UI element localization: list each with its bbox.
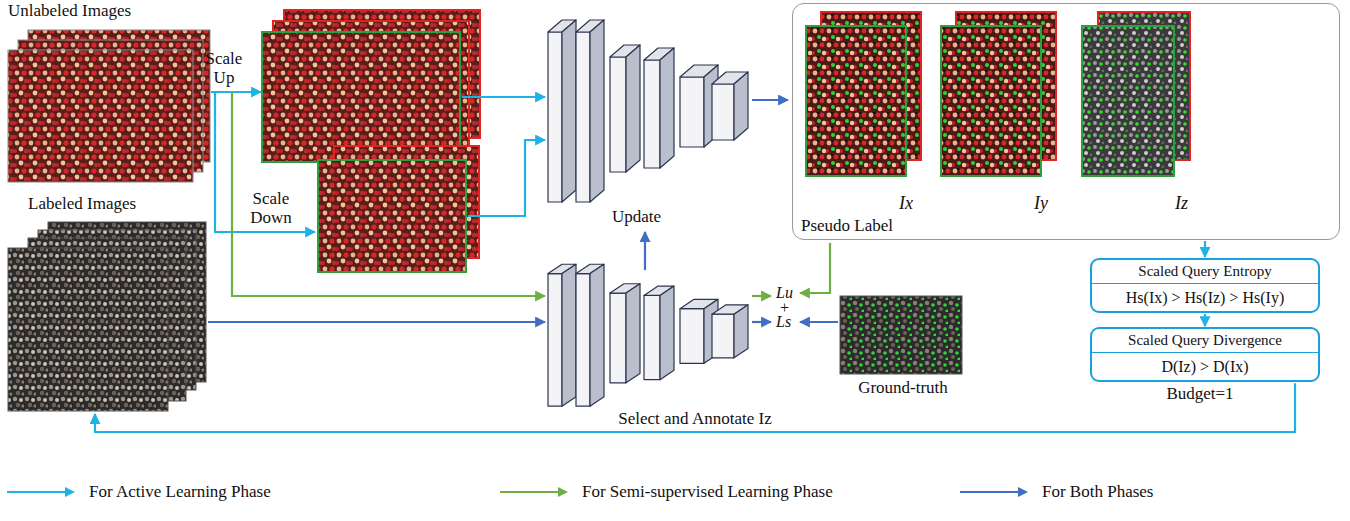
legend-text: For Semi-supervised Learning Phase xyxy=(582,483,833,502)
illustration-part xyxy=(1082,26,1174,176)
illustration-part xyxy=(232,92,545,296)
pseudo-label-image: Ix xyxy=(801,10,929,214)
query-box: Scaled Query EntropyHs(Ix) > Hs(Iz) > Hs… xyxy=(1090,258,1320,313)
flow-connector xyxy=(1204,314,1206,326)
legend-line xyxy=(960,491,1020,493)
ground-truth-image: Ground-truth xyxy=(838,294,968,398)
illustration-part xyxy=(644,232,646,270)
flow-arrows xyxy=(208,92,838,322)
unlabeled-image-stack xyxy=(8,30,210,182)
legend-swatch xyxy=(5,482,77,502)
annotation-label: Lu xyxy=(776,284,793,302)
legend-text: For Active Learning Phase xyxy=(89,483,271,502)
legend-swatch xyxy=(498,482,570,502)
illustration-part xyxy=(800,243,830,293)
pseudo-label-images xyxy=(806,12,1190,176)
image-stack: Labeled Images xyxy=(6,195,214,413)
illustration-part xyxy=(215,92,315,232)
pseudo-label-panel: Pseudo Label Ix Iy Iz xyxy=(792,3,1340,240)
illustration-part xyxy=(548,264,748,406)
legend-arrowhead xyxy=(65,487,75,497)
legend-swatch xyxy=(958,482,1030,502)
node-heading: Iz xyxy=(1175,194,1188,214)
labeled-image-stack xyxy=(8,222,206,411)
node-heading: Scaled Query Divergence xyxy=(1092,329,1318,353)
annotation-label: Ls xyxy=(776,313,791,331)
illustration-part xyxy=(840,296,962,374)
node-heading: Scaled Query Entropy xyxy=(1092,260,1318,284)
node-heading: Pseudo Label xyxy=(801,217,893,236)
edge-label: Select and Annotate Iz xyxy=(615,410,774,429)
legend-line xyxy=(7,491,67,493)
illustration-part xyxy=(548,20,748,202)
node-heading: Iy xyxy=(1034,194,1048,214)
illustration-part xyxy=(211,91,261,93)
illustration-part xyxy=(468,140,545,216)
node-heading: Labeled Images xyxy=(6,195,214,214)
formula-text: Hs(Ix) > Hs(Iz) > Hs(Iy) xyxy=(1092,284,1318,312)
annotation-label: Scale Up xyxy=(200,50,248,87)
ground-truth-picture xyxy=(840,296,962,374)
node-heading: Ix xyxy=(899,194,913,214)
annotation-label: Update xyxy=(612,208,661,227)
scaled-down-images xyxy=(318,146,479,272)
node-heading: Unlabeled Images xyxy=(6,2,214,21)
query-box: Scaled Query DivergenceD(Iz) > D(Ix) xyxy=(1090,327,1320,382)
network-illustration xyxy=(548,20,748,406)
node-heading: Ground-truth xyxy=(838,379,968,398)
legend-text: For Both Phases xyxy=(1042,483,1153,502)
scaled-up-images xyxy=(262,10,480,162)
illustration-part xyxy=(941,26,1041,176)
formula-text: D(Iz) > D(Ix) xyxy=(1092,353,1318,381)
illustration-part xyxy=(752,295,771,297)
legend-entry: For Semi-supervised Learning Phase xyxy=(498,482,833,502)
legend-arrowhead xyxy=(558,487,568,497)
illustration-part xyxy=(800,321,838,323)
illustration-part xyxy=(806,26,906,176)
annotation-label: Scale Down xyxy=(244,190,298,227)
legend-line xyxy=(500,491,560,493)
illustration-part xyxy=(8,50,193,182)
flow-connector xyxy=(95,383,1295,432)
illustration-part xyxy=(8,248,168,411)
legend-arrowhead xyxy=(1018,487,1028,497)
illustration-part xyxy=(462,96,545,98)
illustration-part xyxy=(752,321,771,323)
illustration-part xyxy=(262,32,460,162)
annotation-label: Budget=1 xyxy=(1166,385,1233,404)
flow-connector xyxy=(1204,241,1206,257)
pseudo-label-image: Iy xyxy=(936,10,1064,214)
illustration-part xyxy=(752,99,788,101)
legend-entry: For Active Learning Phase xyxy=(5,482,271,502)
legend-entry: For Both Phases xyxy=(958,482,1153,502)
illustration-part xyxy=(208,321,545,323)
illustration-part xyxy=(318,160,466,272)
pseudo-label-image: Iz xyxy=(1076,10,1204,214)
image-stack: Unlabeled Images xyxy=(6,2,214,186)
